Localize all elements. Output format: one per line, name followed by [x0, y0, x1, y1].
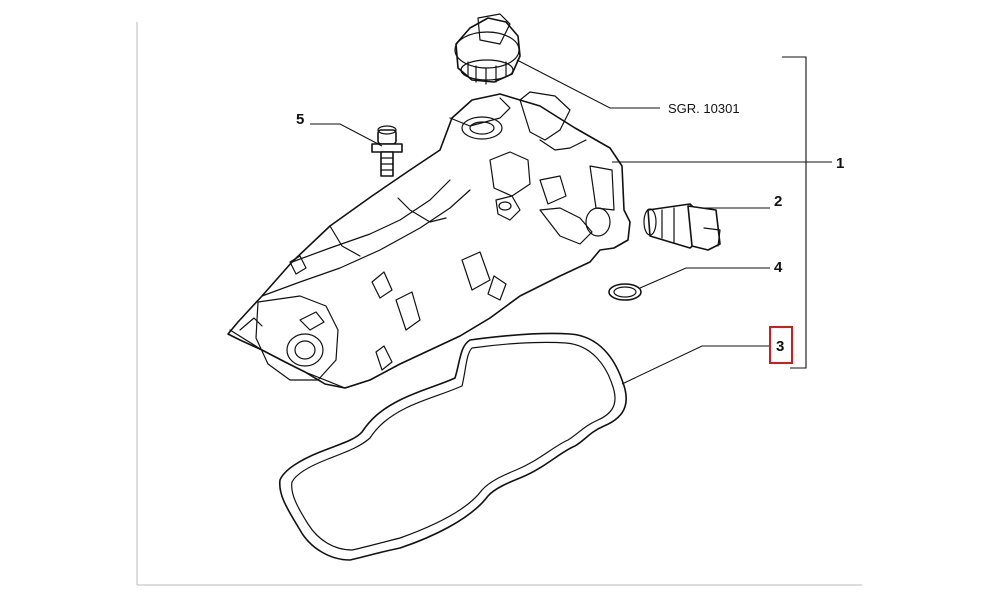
reference-label: SGR. 10301 — [668, 101, 740, 116]
bolt[interactable] — [371, 125, 403, 177]
callout-3-highlight-box[interactable] — [769, 326, 793, 364]
valve-cover[interactable] — [227, 91, 631, 389]
drawing-frame — [136, 22, 862, 586]
callout-1: 1 — [836, 155, 844, 172]
assembly-bracket — [782, 56, 807, 369]
callout-5: 5 — [296, 111, 304, 128]
oil-filler-cap[interactable] — [454, 13, 521, 85]
sensor[interactable] — [643, 203, 721, 251]
callout-2: 2 — [774, 193, 782, 210]
callout-3: 3 — [776, 338, 784, 355]
gasket[interactable] — [278, 332, 627, 561]
leader-lines — [310, 59, 832, 385]
callout-4: 4 — [774, 259, 783, 276]
o-ring[interactable] — [608, 283, 642, 301]
